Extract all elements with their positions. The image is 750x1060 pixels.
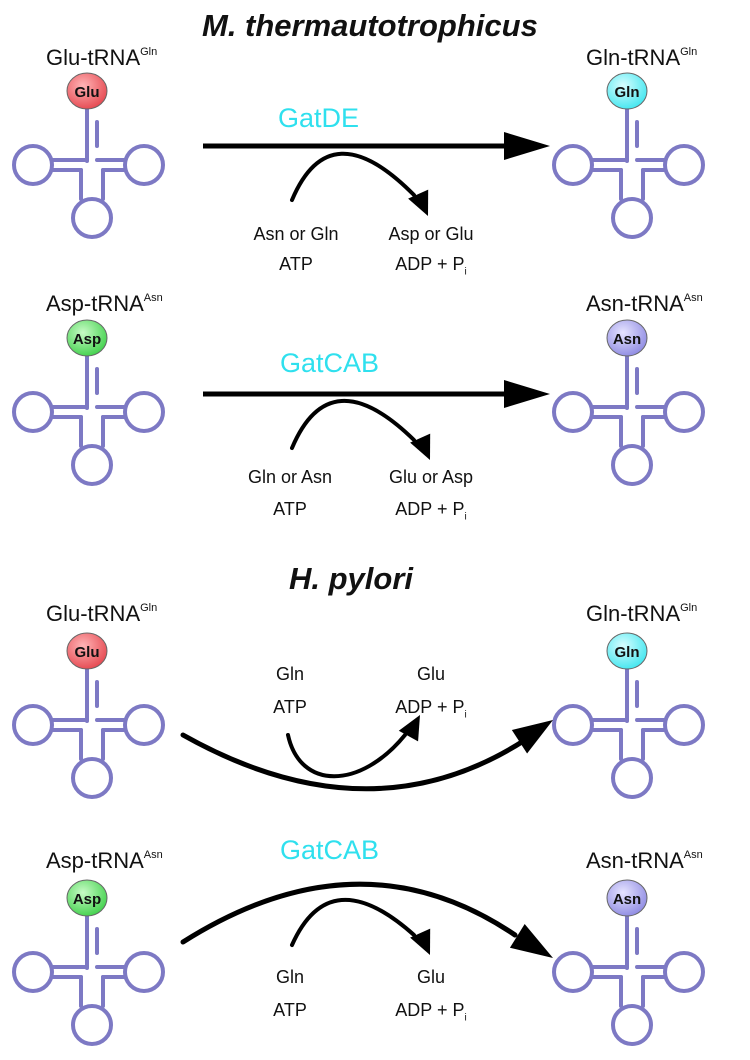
right-loop <box>123 704 165 746</box>
left-loop <box>552 391 594 433</box>
amino-acid-ball-label: Gln <box>615 84 640 101</box>
main-reaction-arrowhead <box>509 923 553 958</box>
product-label-gln-trna-gln: Gln-tRNAGln <box>586 601 698 626</box>
cofactor-curved-arrow <box>290 399 416 450</box>
right-loop <box>123 144 165 186</box>
trna-cloverleaf: Gln <box>552 632 705 799</box>
main-reaction-arrowhead <box>511 720 553 754</box>
amino-acid-ball <box>66 879 108 917</box>
right-loop <box>663 951 705 993</box>
left-loop <box>12 951 54 993</box>
left-loop <box>12 144 54 186</box>
anticodon-loop <box>71 1004 113 1046</box>
amino-acid-ball <box>66 319 108 357</box>
right-loop <box>663 391 705 433</box>
adp-pi-label: ADP + Pi <box>395 254 467 278</box>
amino-acid-ball <box>606 72 648 110</box>
substrate-label-asp-trna-asn: Asp-tRNAAsn <box>46 291 163 316</box>
main-reaction-arrow <box>180 881 518 945</box>
anticodon-loop <box>611 197 653 239</box>
section-title-h-pylori: H. pylori <box>289 561 414 596</box>
adp-pi-label: ADP + Pi <box>395 499 467 523</box>
trna-cloverleaf: Asp <box>12 879 165 1046</box>
anticodon-loop <box>611 444 653 486</box>
byproduct-acid-label: Asp or Glu <box>388 224 474 244</box>
amino-acid-ball-label: Asn <box>613 891 641 908</box>
cofactor-curved-arrow <box>286 733 407 779</box>
left-loop <box>552 704 594 746</box>
section-title-m-thermautotrophicus: M. thermautotrophicus <box>202 8 538 43</box>
amino-acid-ball <box>606 632 648 670</box>
amino-acid-ball <box>606 319 648 357</box>
amino-acid-ball-label: Gln <box>615 644 640 661</box>
adp-pi-label: ADP + Pi <box>395 1000 467 1024</box>
enzyme-label-gatcab: GatCAB <box>280 348 380 378</box>
amide-donor-label: Asn or Gln <box>253 224 339 244</box>
amino-acid-ball <box>606 879 648 917</box>
right-loop <box>123 951 165 993</box>
left-loop <box>12 704 54 746</box>
enzyme-label-gatde: GatDE <box>278 103 360 133</box>
product-label-asn-trna-asn: Asn-tRNAAsn <box>586 291 703 316</box>
right-loop <box>123 391 165 433</box>
trna-cloverleaf: Glu <box>12 72 165 239</box>
anticodon-loop <box>71 444 113 486</box>
product-label-asn-trna-asn: Asn-tRNAAsn <box>586 848 703 873</box>
main-reaction-arrowhead <box>504 132 550 160</box>
cofactor-arrowhead <box>410 433 431 460</box>
anticodon-loop <box>71 757 113 799</box>
trna-cloverleaf: Asn <box>552 319 705 486</box>
amino-acid-ball-label: Asn <box>613 331 641 348</box>
anticodon-loop <box>611 1004 653 1046</box>
anticodon-loop <box>611 757 653 799</box>
byproduct-acid-label: Glu <box>416 664 445 684</box>
enzyme-label-gatcab: GatCAB <box>280 835 380 865</box>
substrate-label-glu-trna-gln: Glu-tRNAGln <box>46 45 158 70</box>
left-loop <box>552 144 594 186</box>
substrate-label-asp-trna-asn: Asp-tRNAAsn <box>46 848 163 873</box>
trna-cloverleaf: Gln <box>552 72 705 239</box>
cofactor-curved-arrow <box>290 898 416 947</box>
right-loop <box>663 704 705 746</box>
amino-acid-ball-label: Asp <box>73 331 101 348</box>
trna-cloverleaf: Glu <box>12 632 165 799</box>
left-loop <box>12 391 54 433</box>
trna-cloverleaf: Asp <box>12 319 165 486</box>
amide-donor-label: Gln <box>275 664 304 684</box>
amino-acid-ball <box>66 632 108 670</box>
anticodon-loop <box>71 197 113 239</box>
atp-label: ATP <box>279 254 313 274</box>
left-loop <box>552 951 594 993</box>
atp-label: ATP <box>273 499 307 519</box>
cofactor-arrowhead <box>408 189 429 216</box>
byproduct-acid-label: Glu or Asp <box>388 467 474 487</box>
amide-donor-label: Gln or Asn <box>247 467 333 487</box>
trna-cloverleaf: Asn <box>552 879 705 1046</box>
main-reaction-arrow <box>180 732 528 792</box>
amino-acid-ball-label: Glu <box>75 644 100 661</box>
substrate-label-glu-trna-gln: Glu-tRNAGln <box>46 601 158 626</box>
right-loop <box>663 144 705 186</box>
main-reaction-arrowhead <box>504 380 550 408</box>
byproduct-acid-label: Glu <box>416 967 445 987</box>
cofactor-curved-arrow <box>290 151 416 202</box>
product-label-gln-trna-gln: Gln-tRNAGln <box>586 45 698 70</box>
atp-label: ATP <box>273 697 307 717</box>
amino-acid-ball-label: Glu <box>75 84 100 101</box>
amino-acid-ball <box>66 72 108 110</box>
amino-acid-ball-label: Asp <box>73 891 101 908</box>
adp-pi-label: ADP + Pi <box>395 697 467 721</box>
amide-donor-label: Gln <box>275 967 304 987</box>
cofactor-arrowhead <box>398 715 420 742</box>
atp-label: ATP <box>273 1000 307 1020</box>
cofactor-arrowhead <box>410 928 431 955</box>
